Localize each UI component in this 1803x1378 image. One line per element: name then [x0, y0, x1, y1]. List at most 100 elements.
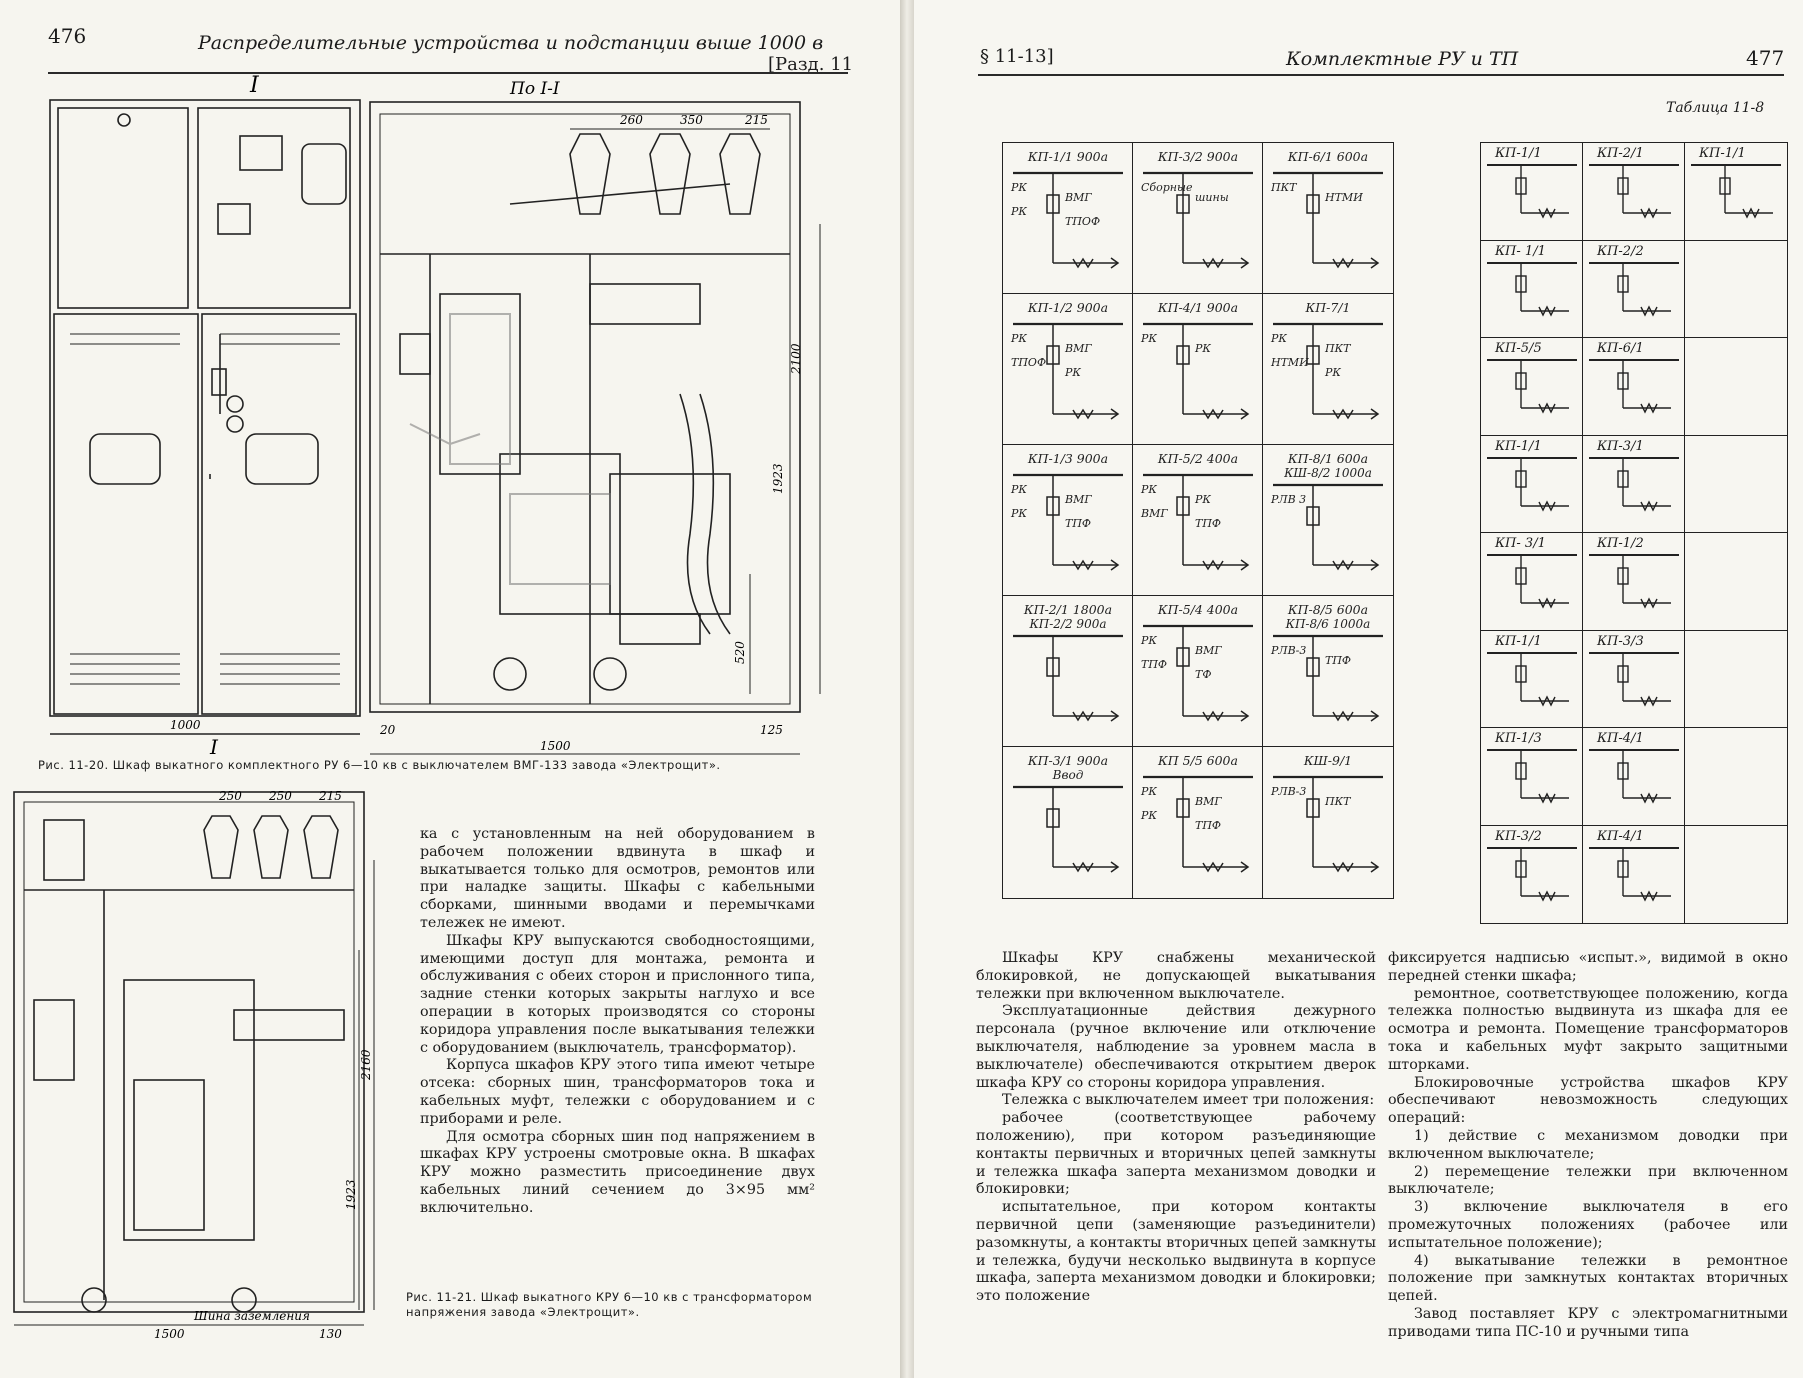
scheme-label: КП-8/5 600а: [1287, 602, 1368, 617]
side-table-cell: КП-3/3: [1583, 630, 1685, 728]
dim-250-b: 250: [268, 789, 292, 803]
scheme-part-label: РЛВ 3: [1270, 493, 1306, 506]
side-table-cell: [1685, 826, 1787, 924]
view-label: По I-I: [509, 79, 560, 99]
scheme-part-label: РЛВ-3: [1270, 785, 1306, 798]
side-table-label: КП-1/1: [1699, 146, 1746, 161]
side-table-label: КП-3/3: [1597, 633, 1644, 649]
scheme-label: КП-1/3 900а: [1027, 451, 1108, 466]
side-table-cell: КП-1/1: [1481, 143, 1583, 241]
scheme-label: КП-6/1 600а: [1287, 149, 1368, 164]
scheme-part-label: ТПФ: [1141, 658, 1167, 671]
right-running-head: Комплектные РУ и ТП: [1286, 48, 1519, 70]
scheme-label: КП-5/2 400а: [1157, 451, 1238, 466]
right-paragraph: испытательное, при котором контакты перв…: [976, 1199, 1376, 1305]
right-page: § 11-13] Комплектные РУ и ТП 477 Таблица…: [914, 0, 1803, 1378]
side-scheme-diagram: [1589, 749, 1679, 804]
scheme-label: КП-1/2 900а: [1027, 300, 1108, 315]
scheme-part-label: ТПОФ: [1011, 356, 1046, 369]
dim-215: 215: [744, 113, 768, 127]
ground-bus-label: Шина заземления: [193, 1309, 310, 1323]
side-table-cell: КП-2/2: [1583, 240, 1685, 338]
scheme-label: КП-2/1 1800а: [1023, 602, 1112, 617]
scheme-part-label: РК: [1064, 366, 1081, 379]
dim-260: 260: [619, 113, 643, 127]
scheme-part-label: ВМГ: [1140, 507, 1168, 520]
side-scheme-diagram: [1487, 846, 1577, 902]
figure-11-21: 250 250 215 2160 1923 1500 130 Шина зазе…: [13, 789, 375, 1340]
dim-130: 130: [319, 1327, 342, 1340]
side-table-cell: [1685, 728, 1787, 826]
side-scheme-diagram: [1589, 651, 1679, 707]
side-table-cell: КП-1/2: [1583, 533, 1685, 631]
dim-1000: 1000: [170, 718, 201, 732]
side-table-cell: КП-5/5: [1481, 338, 1583, 436]
side-scheme-diagram: [1487, 261, 1577, 317]
scheme-label: КП-8/1 600а: [1287, 451, 1368, 466]
scheme-part-label: ТПФ: [1325, 654, 1351, 667]
scheme-part-label: РК: [1140, 785, 1157, 798]
section-mark-bottom: I: [209, 735, 219, 759]
section-mark-top: I: [249, 74, 260, 98]
side-table-cell: КП- 3/1: [1481, 533, 1583, 631]
side-table-cell: КП-1/1: [1481, 630, 1583, 728]
right-paragraph: Шкафы КРУ снабжены механической блокиров…: [976, 950, 1376, 1002]
right-paragraph: 4) выкатывание тележки в ремонтное полож…: [1388, 1252, 1788, 1305]
side-table-label: КП-2/1: [1597, 146, 1644, 161]
scheme-part-label: РК: [1140, 483, 1157, 496]
side-table-label: КП-3/2: [1495, 828, 1542, 844]
side-table-cell: [1685, 241, 1787, 338]
dim-1500: 1500: [154, 1327, 185, 1340]
scheme-part-label: ПКТ: [1324, 342, 1352, 355]
right-paragraph: ремонтное, соответствующее положению, ко…: [1388, 985, 1788, 1073]
side-table-label: КП-2/2: [1597, 243, 1644, 259]
scheme-part-label: РК: [1270, 332, 1287, 345]
side-table-cell: КП-6/1: [1583, 338, 1685, 436]
side-table-label: КП-4/1: [1597, 731, 1644, 746]
side-scheme-diagram: [1487, 359, 1577, 414]
dim-20: 20: [379, 723, 396, 737]
right-page-number: 477: [1746, 46, 1785, 70]
dim-215: 215: [318, 789, 342, 803]
side-table-label: КП-1/1: [1495, 146, 1542, 161]
figure-11-21-caption: Рис. 11-21. Шкаф выкатного КРУ 6—10 кв с…: [406, 1290, 813, 1319]
side-scheme-diagram: [1487, 651, 1577, 707]
scheme-part-label: РК: [1140, 809, 1157, 822]
left-paragraph: Шкафы КРУ выпускаются свободностоящими, …: [420, 932, 815, 1056]
scheme-part-label: ТПФ: [1195, 819, 1221, 832]
side-table-cell: КП-1/1: [1685, 143, 1787, 241]
side-scheme-diagram: [1589, 456, 1679, 512]
right-paragraph: 3) включение выключателя в его промежуто…: [1388, 1199, 1788, 1251]
side-table-label: КП-1/1: [1495, 633, 1542, 649]
side-scheme-diagram: [1487, 456, 1577, 512]
side-table-cell: КП-1/1: [1481, 435, 1583, 533]
scheme-part-label: НТМИ: [1324, 191, 1363, 204]
right-paragraph: Завод поставляет КРУ с электромагнитными…: [1388, 1305, 1788, 1340]
side-table-label: КП-4/1: [1597, 828, 1644, 844]
scheme-part-label: РК: [1010, 205, 1027, 218]
dim-1500: 1500: [540, 739, 571, 753]
side-table-cell: КП- 1/1: [1481, 240, 1583, 338]
side-table-label: КП- 1/1: [1495, 243, 1546, 259]
scheme-label: КП-7/1: [1305, 300, 1351, 315]
right-paragraph: 2) перемещение тележки при включенном вы…: [1388, 1163, 1788, 1198]
scheme-part-label: ПКТ: [1270, 181, 1298, 194]
right-section-ref: § 11-13]: [980, 46, 1054, 67]
figure-11-20: I По I-I I 260 350 215 2100 1923 520 100…: [49, 74, 821, 759]
side-table-cell: [1685, 338, 1787, 436]
